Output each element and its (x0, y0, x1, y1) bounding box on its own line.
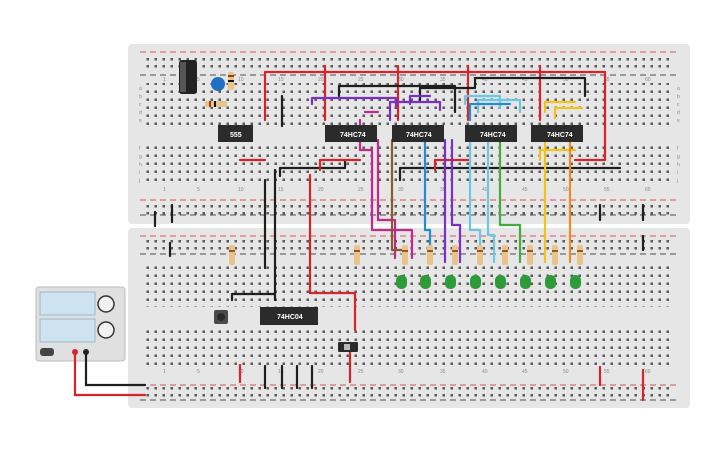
knob-icon[interactable] (97, 295, 115, 313)
svg-text:15: 15 (278, 187, 284, 193)
led-array[interactable] (396, 275, 581, 289)
svg-text:15: 15 (278, 369, 284, 375)
svg-text:i: i (677, 170, 678, 176)
svg-text:25: 25 (358, 77, 364, 83)
svg-text:f: f (677, 146, 679, 152)
svg-text:555: 555 (230, 132, 242, 139)
svg-text:1: 1 (163, 187, 166, 193)
svg-text:74HC04: 74HC04 (277, 314, 303, 321)
svg-text:c: c (677, 102, 680, 108)
svg-text:60: 60 (645, 77, 651, 83)
svg-text:j: j (138, 178, 140, 184)
svg-text:e: e (139, 118, 142, 124)
chip-74hc74-3[interactable]: 74HC74 (465, 125, 517, 142)
chip-74hc74-1[interactable]: 74HC74 (325, 125, 377, 142)
svg-text:g: g (677, 154, 680, 160)
chip-74hc04[interactable]: 74HC04 (260, 307, 318, 325)
svg-text:1: 1 (163, 369, 166, 375)
svg-text:15: 15 (278, 77, 284, 83)
resistor-2[interactable] (205, 101, 227, 107)
svg-text:55: 55 (604, 77, 610, 83)
power-supply[interactable] (35, 286, 126, 362)
svg-text:55: 55 (604, 369, 610, 375)
svg-text:35: 35 (440, 369, 446, 375)
svg-text:30: 30 (398, 77, 404, 83)
chip-74hc74-2[interactable]: 74HC74 (392, 125, 444, 142)
svg-text:25: 25 (358, 187, 364, 193)
wires-bottom[interactable] (153, 203, 645, 402)
wires-top[interactable] (238, 64, 622, 182)
svg-text:a: a (677, 86, 680, 92)
wires-cross[interactable] (230, 118, 572, 332)
column-numbers-top: 1 5 10 15 20 25 30 35 40 45 50 55 60 (163, 77, 651, 83)
svg-text:5: 5 (197, 187, 200, 193)
svg-text:45: 45 (522, 369, 528, 375)
row-letters: a b c d e f g h i j a b c d e f g h i j (138, 86, 680, 184)
display-icon (39, 318, 96, 343)
breadboard-bottom (128, 228, 690, 408)
svg-text:10: 10 (238, 77, 244, 83)
svg-text:20: 20 (318, 77, 324, 83)
svg-text:74HC74: 74HC74 (340, 132, 366, 139)
svg-text:45: 45 (522, 187, 528, 193)
svg-text:j: j (676, 178, 678, 184)
chip-555[interactable]: 555 (218, 125, 253, 142)
resistor-bands (229, 250, 583, 252)
svg-text:5: 5 (197, 77, 200, 83)
svg-text:25: 25 (358, 369, 364, 375)
slide-switch[interactable] (338, 342, 358, 352)
svg-text:5: 5 (197, 369, 200, 375)
svg-text:a: a (139, 86, 142, 92)
svg-text:c: c (139, 102, 142, 108)
svg-text:b: b (677, 94, 680, 100)
svg-text:35: 35 (440, 187, 446, 193)
svg-text:40: 40 (482, 369, 488, 375)
svg-text:e: e (677, 118, 680, 124)
svg-text:h: h (139, 162, 142, 168)
svg-text:40: 40 (482, 187, 488, 193)
svg-text:30: 30 (398, 369, 404, 375)
svg-text:b: b (139, 94, 142, 100)
capacitor-electrolytic[interactable] (179, 60, 197, 94)
capacitor-ceramic[interactable] (211, 77, 225, 91)
svg-text:20: 20 (318, 369, 324, 375)
push-button[interactable] (214, 310, 228, 324)
svg-text:74HC74: 74HC74 (480, 132, 506, 139)
svg-text:f: f (139, 146, 141, 152)
svg-text:60: 60 (645, 187, 651, 193)
svg-text:20: 20 (318, 187, 324, 193)
chip-74hc74-4[interactable]: 74HC74 (531, 125, 583, 142)
svg-text:30: 30 (398, 187, 404, 193)
svg-text:74HC74: 74HC74 (406, 132, 432, 139)
svg-text:d: d (139, 110, 142, 116)
knob-icon[interactable] (97, 321, 115, 339)
resistor-1[interactable] (228, 72, 234, 90)
svg-text:1: 1 (163, 77, 166, 83)
svg-text:i: i (139, 170, 140, 176)
svg-text:40: 40 (482, 77, 488, 83)
column-numbers-mid: 1 5 10 15 20 25 30 35 40 45 50 55 60 (163, 187, 651, 193)
svg-text:35: 35 (440, 77, 446, 83)
svg-text:60: 60 (645, 369, 651, 375)
svg-text:50: 50 (563, 77, 569, 83)
svg-text:h: h (677, 162, 680, 168)
svg-text:45: 45 (522, 77, 528, 83)
svg-text:55: 55 (604, 187, 610, 193)
svg-text:g: g (139, 154, 142, 160)
power-button-icon[interactable] (40, 348, 54, 356)
svg-text:d: d (677, 110, 680, 116)
supply-wires[interactable] (73, 353, 147, 397)
svg-text:74HC74: 74HC74 (547, 132, 573, 139)
svg-text:50: 50 (563, 187, 569, 193)
svg-text:50: 50 (563, 369, 569, 375)
svg-text:10: 10 (238, 187, 244, 193)
display-icon (39, 291, 96, 316)
